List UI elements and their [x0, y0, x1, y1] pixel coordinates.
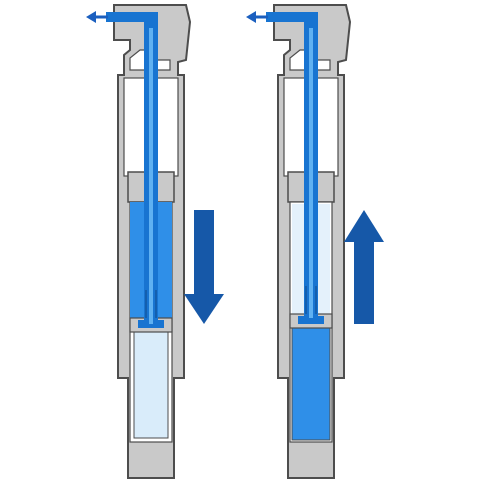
arrow-up — [344, 210, 384, 324]
arrow-down — [184, 210, 224, 324]
pump-right — [246, 4, 352, 479]
pump-left-outlet — [106, 12, 158, 22]
pump-right-tube-core — [309, 28, 313, 318]
pump-left-tube-core — [149, 28, 153, 324]
pump-right-fluid-lower — [291, 327, 331, 441]
pump-left — [86, 4, 192, 479]
pump-left-flow-arrowhead — [86, 11, 96, 23]
pump-right-flow-arrowhead — [246, 11, 256, 23]
pump-left-fluid-lower — [133, 331, 169, 439]
pump-right-outlet — [266, 12, 318, 22]
